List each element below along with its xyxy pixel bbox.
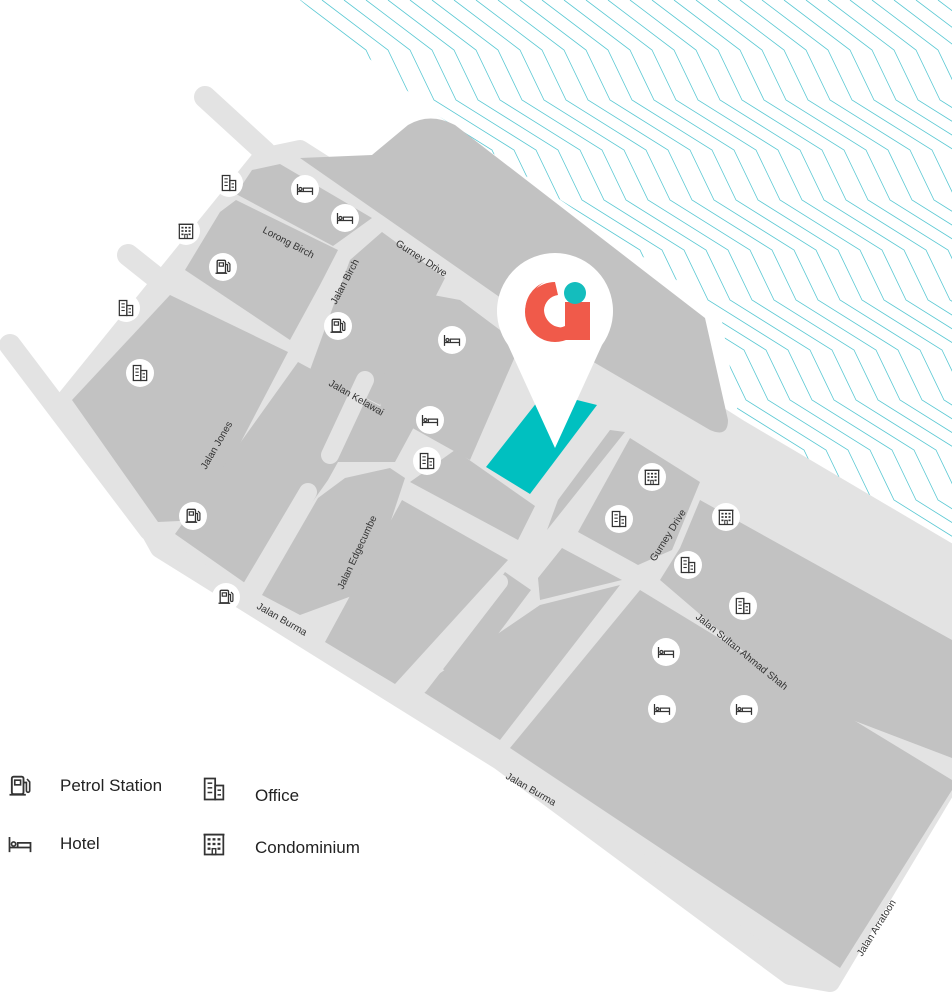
sea-wave-line xyxy=(563,0,952,540)
poi-marker-condominium[interactable] xyxy=(172,217,200,245)
poi-marker-background xyxy=(291,175,319,203)
poi-marker-condominium[interactable] xyxy=(712,503,740,531)
legend-label-hotel: Hotel xyxy=(60,834,100,853)
sea-wave-line xyxy=(409,0,952,540)
poi-marker-petrol-station[interactable] xyxy=(179,502,207,530)
poi-marker-background xyxy=(212,583,240,611)
hotel-icon xyxy=(6,830,34,858)
sea-wave-line xyxy=(805,0,952,540)
sea-wave-line xyxy=(783,0,952,540)
poi-marker-office[interactable] xyxy=(126,359,154,387)
poi-marker-petrol-station[interactable] xyxy=(324,312,352,340)
poi-marker-office[interactable] xyxy=(112,294,140,322)
poi-marker-office[interactable] xyxy=(605,505,633,533)
sea-wave-line xyxy=(541,0,952,540)
poi-marker-office[interactable] xyxy=(729,592,757,620)
poi-marker-background xyxy=(730,695,758,723)
poi-marker-office[interactable] xyxy=(215,169,243,197)
poi-marker-background xyxy=(674,551,702,579)
legend-item-office: Office xyxy=(200,772,299,806)
sea-wave-line xyxy=(497,0,952,540)
poi-marker-hotel[interactable] xyxy=(730,695,758,723)
logo-teal-dot xyxy=(564,282,586,304)
poi-marker-background xyxy=(438,326,466,354)
logo-red-arc xyxy=(525,282,570,343)
legend-label-condominium: Condominium xyxy=(255,838,360,857)
poi-marker-background xyxy=(652,638,680,666)
road-kelawai-west xyxy=(117,244,183,301)
poi-marker-background xyxy=(413,447,441,475)
sea-wave-line xyxy=(695,0,952,540)
brand-logo xyxy=(525,282,590,343)
project-site xyxy=(486,392,597,494)
poi-marker-hotel[interactable] xyxy=(416,406,444,434)
sea-wave-line xyxy=(761,0,952,540)
sea-wave-line xyxy=(387,0,952,540)
sea-wave-line xyxy=(453,0,952,540)
sea-wave-line xyxy=(651,0,952,540)
sea-wave-line xyxy=(519,0,952,540)
legend-item-petrol-station: Petrol Station xyxy=(6,772,162,800)
poi-marker-hotel[interactable] xyxy=(291,175,319,203)
poi-marker-background xyxy=(324,312,352,340)
sea-wave-line xyxy=(585,0,952,540)
poi-marker-condominium[interactable] xyxy=(638,463,666,491)
poi-marker-background xyxy=(215,169,243,197)
sea-wave-line xyxy=(365,0,952,540)
road-west-diagonal xyxy=(0,334,161,541)
poi-marker-petrol-station[interactable] xyxy=(209,253,237,281)
poi-marker-hotel[interactable] xyxy=(648,695,676,723)
poi-marker-background xyxy=(209,253,237,281)
city-blocks xyxy=(72,164,952,968)
poi-marker-office[interactable] xyxy=(674,551,702,579)
legend-item-condominium: Condominium xyxy=(200,830,360,858)
sea-wave-line xyxy=(739,0,952,540)
legend-item-hotel: Hotel xyxy=(6,830,100,858)
poi-marker-background xyxy=(179,502,207,530)
office-icon xyxy=(200,775,228,803)
poi-marker-background xyxy=(416,406,444,434)
poi-marker-background xyxy=(126,359,154,387)
sea-wave-line xyxy=(607,0,952,540)
sea-wave-line xyxy=(475,0,952,540)
poi-markers xyxy=(112,169,758,723)
poi-marker-hotel[interactable] xyxy=(331,204,359,232)
location-pin[interactable] xyxy=(497,253,613,448)
condominium-icon xyxy=(200,830,228,858)
poi-marker-background xyxy=(331,204,359,232)
poi-marker-office[interactable] xyxy=(413,447,441,475)
poi-marker-background xyxy=(112,294,140,322)
poi-marker-hotel[interactable] xyxy=(652,638,680,666)
sea-wave-line xyxy=(673,0,952,540)
map-legend: Petrol Station Office Hotel Condominium xyxy=(0,760,420,880)
sea-wave-line xyxy=(717,0,952,540)
pin-body xyxy=(497,253,613,448)
poi-marker-background xyxy=(648,695,676,723)
legend-label-office: Office xyxy=(255,786,300,805)
sea-wave-line xyxy=(629,0,952,540)
poi-marker-petrol-station[interactable] xyxy=(212,583,240,611)
sea-wave-line xyxy=(431,0,952,540)
poi-marker-background xyxy=(729,592,757,620)
petrol-station-icon xyxy=(6,772,34,800)
street-overlays xyxy=(241,371,508,694)
poi-marker-hotel[interactable] xyxy=(438,326,466,354)
legend-label-petrol-station: Petrol Station xyxy=(60,776,163,795)
poi-marker-background xyxy=(605,505,633,533)
sea-wave-lines xyxy=(300,0,952,540)
sea-wave-line xyxy=(827,0,952,540)
road-northwest-spur xyxy=(194,86,276,163)
